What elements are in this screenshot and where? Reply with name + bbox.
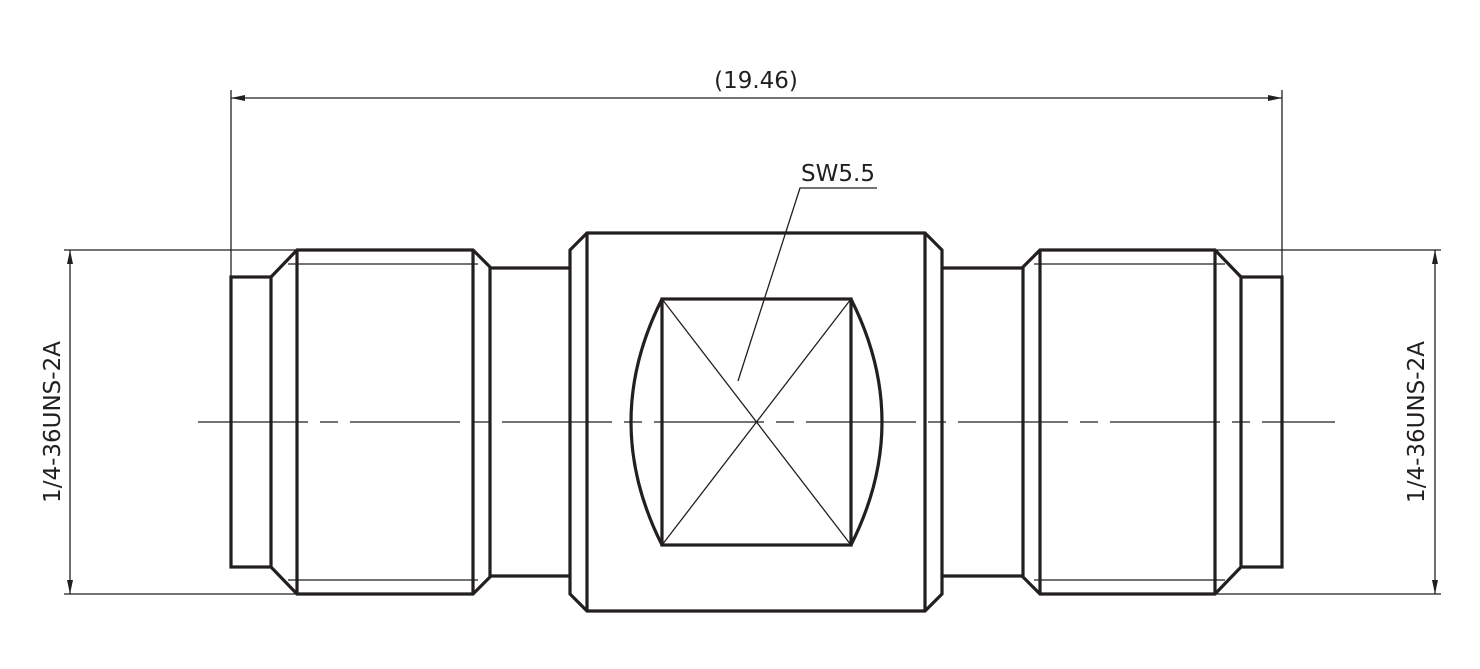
wrench-size-callout: SW5.5 <box>737 161 877 382</box>
right-thread-dimension: 1/4-36UNS-2A <box>1215 249 1441 595</box>
left-thread-dimension: 1/4-36UNS-2A <box>40 249 297 595</box>
overall-length-dimension: (19.46) <box>230 68 1283 277</box>
overall-length-label: (19.46) <box>714 68 798 94</box>
right-thread-label: 1/4-36UNS-2A <box>1404 341 1430 503</box>
left-thread-label: 1/4-36UNS-2A <box>40 341 66 503</box>
right-threaded-end <box>942 248 1284 596</box>
wrench-size-label: SW5.5 <box>801 161 875 187</box>
left-threaded-end <box>229 248 570 596</box>
hex-body <box>568 231 944 613</box>
